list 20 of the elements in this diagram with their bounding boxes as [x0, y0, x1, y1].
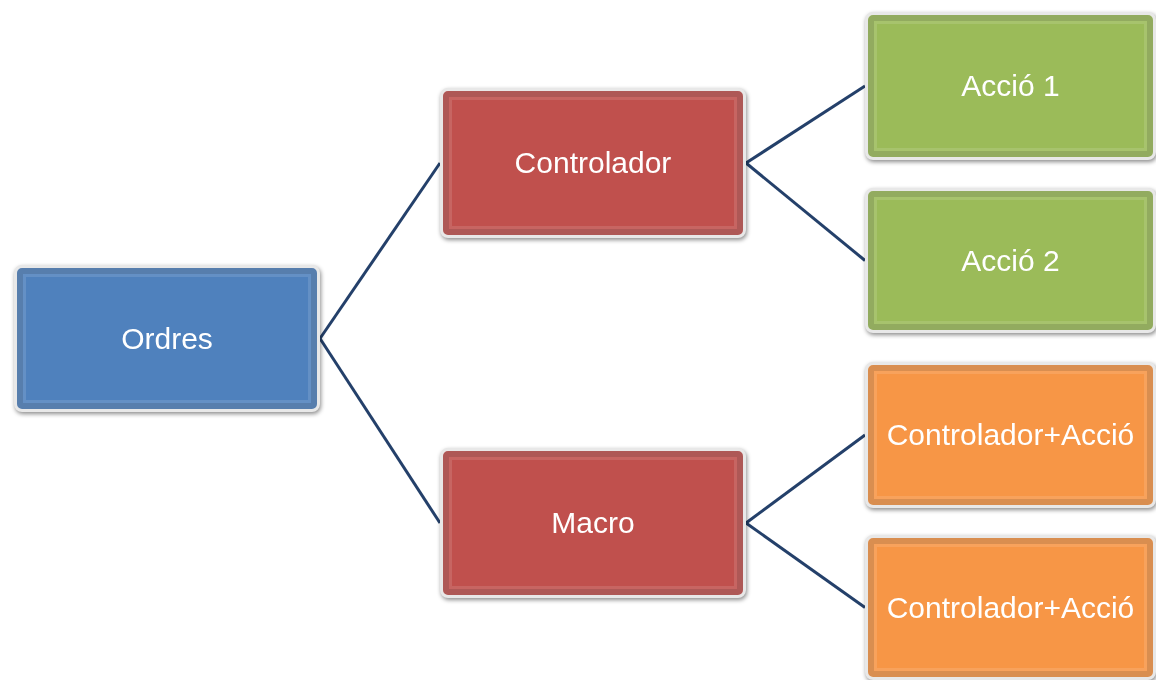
process-box	[865, 535, 1156, 680]
node-label: Macro	[551, 506, 635, 540]
connector-line	[745, 161, 866, 262]
node-label: Acció 1	[961, 69, 1060, 103]
process-box	[865, 362, 1156, 508]
process-box	[14, 265, 320, 412]
connector-line	[745, 521, 866, 609]
process-box	[440, 88, 746, 238]
node-label: Ordres	[121, 321, 213, 356]
node-label: Acció 2	[961, 243, 1060, 278]
node-label: Controlador	[514, 146, 672, 180]
connector-line	[745, 433, 866, 525]
process-box	[865, 188, 1156, 333]
node-label: Controlador+Acció	[886, 418, 1135, 452]
connector-line	[318, 337, 442, 524]
process-box	[865, 12, 1156, 160]
node-label: Controlador+Acció	[886, 590, 1135, 625]
process-box	[440, 448, 746, 598]
connector-line	[318, 162, 442, 340]
connector-line	[745, 84, 866, 165]
